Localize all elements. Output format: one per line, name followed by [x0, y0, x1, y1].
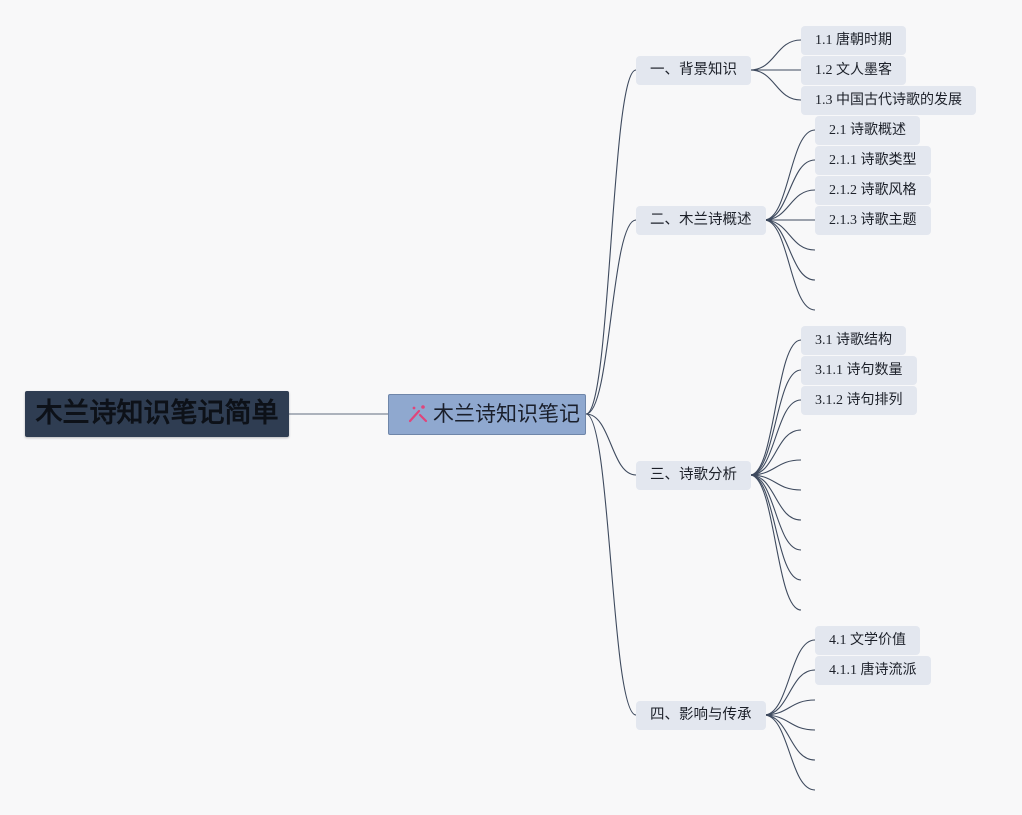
branch-background[interactable]: 一、背景知识	[636, 56, 751, 85]
b4-child-connector-2	[763, 669, 816, 716]
b3-child-connector-1	[749, 339, 802, 476]
root-branch-connector-4	[585, 413, 637, 716]
b4-child-connector-4	[763, 714, 816, 731]
b3-child-connector-5	[749, 459, 802, 476]
b4-child-connector-6	[763, 714, 816, 791]
topic-3-1[interactable]: 3.1 诗歌结构	[801, 326, 906, 355]
topic-1-3[interactable]: 1.3 中国古代诗歌的发展	[801, 86, 976, 115]
b3-child-connector-2	[749, 369, 802, 476]
topic-1-1[interactable]: 1.1 唐朝时期	[801, 26, 906, 55]
topic-2-1-1[interactable]: 2.1.1 诗歌类型	[815, 146, 931, 175]
b1-child-connector-3	[749, 69, 802, 101]
b2-child-connector-2	[763, 159, 816, 221]
b2-child-connector-1	[763, 129, 816, 221]
b2-child-connector-6	[763, 219, 816, 281]
b3-child-connector-6	[749, 474, 802, 491]
b2-child-connector-3	[763, 189, 816, 221]
topic-4-1-1[interactable]: 4.1.1 唐诗流派	[815, 656, 931, 685]
topic-3-1-1[interactable]: 3.1.1 诗句数量	[801, 356, 917, 385]
topic-1-2[interactable]: 1.2 文人墨客	[801, 56, 906, 85]
root-branch-connector-2	[585, 219, 637, 415]
b3-child-connector-10	[749, 474, 802, 611]
topic-2-1[interactable]: 2.1 诗歌概述	[815, 116, 920, 145]
topic-4-1[interactable]: 4.1 文学价值	[815, 626, 920, 655]
b3-child-connector-3	[749, 399, 802, 476]
branch-overview[interactable]: 二、木兰诗概述	[636, 206, 766, 235]
topic-2-1-2[interactable]: 2.1.2 诗歌风格	[815, 176, 931, 205]
root-branch-connector-3	[585, 413, 637, 476]
root-branch-connector-1	[585, 69, 637, 415]
b4-child-connector-5	[763, 714, 816, 761]
b3-child-connector-9	[749, 474, 802, 581]
b3-child-connector-8	[749, 474, 802, 551]
root-topic-label: 木兰诗知识笔记	[433, 402, 580, 426]
b4-child-connector-3	[763, 699, 816, 716]
b4-child-connector-1	[763, 639, 816, 716]
sparkle-icon	[407, 398, 429, 423]
b2-child-connector-5	[763, 219, 816, 251]
branch-influence[interactable]: 四、影响与传承	[636, 701, 766, 730]
b3-child-connector-4	[749, 429, 802, 476]
branch-analysis[interactable]: 三、诗歌分析	[636, 461, 751, 490]
topic-3-1-2[interactable]: 3.1.2 诗句排列	[801, 386, 917, 415]
topic-2-1-3[interactable]: 2.1.3 诗歌主题	[815, 206, 931, 235]
b1-child-connector-1	[749, 39, 802, 71]
b2-child-connector-7	[763, 219, 816, 311]
map-title[interactable]: 木兰诗知识笔记简单	[25, 391, 289, 437]
root-topic[interactable]: 木兰诗知识笔记	[388, 394, 586, 435]
b3-child-connector-7	[749, 474, 802, 521]
